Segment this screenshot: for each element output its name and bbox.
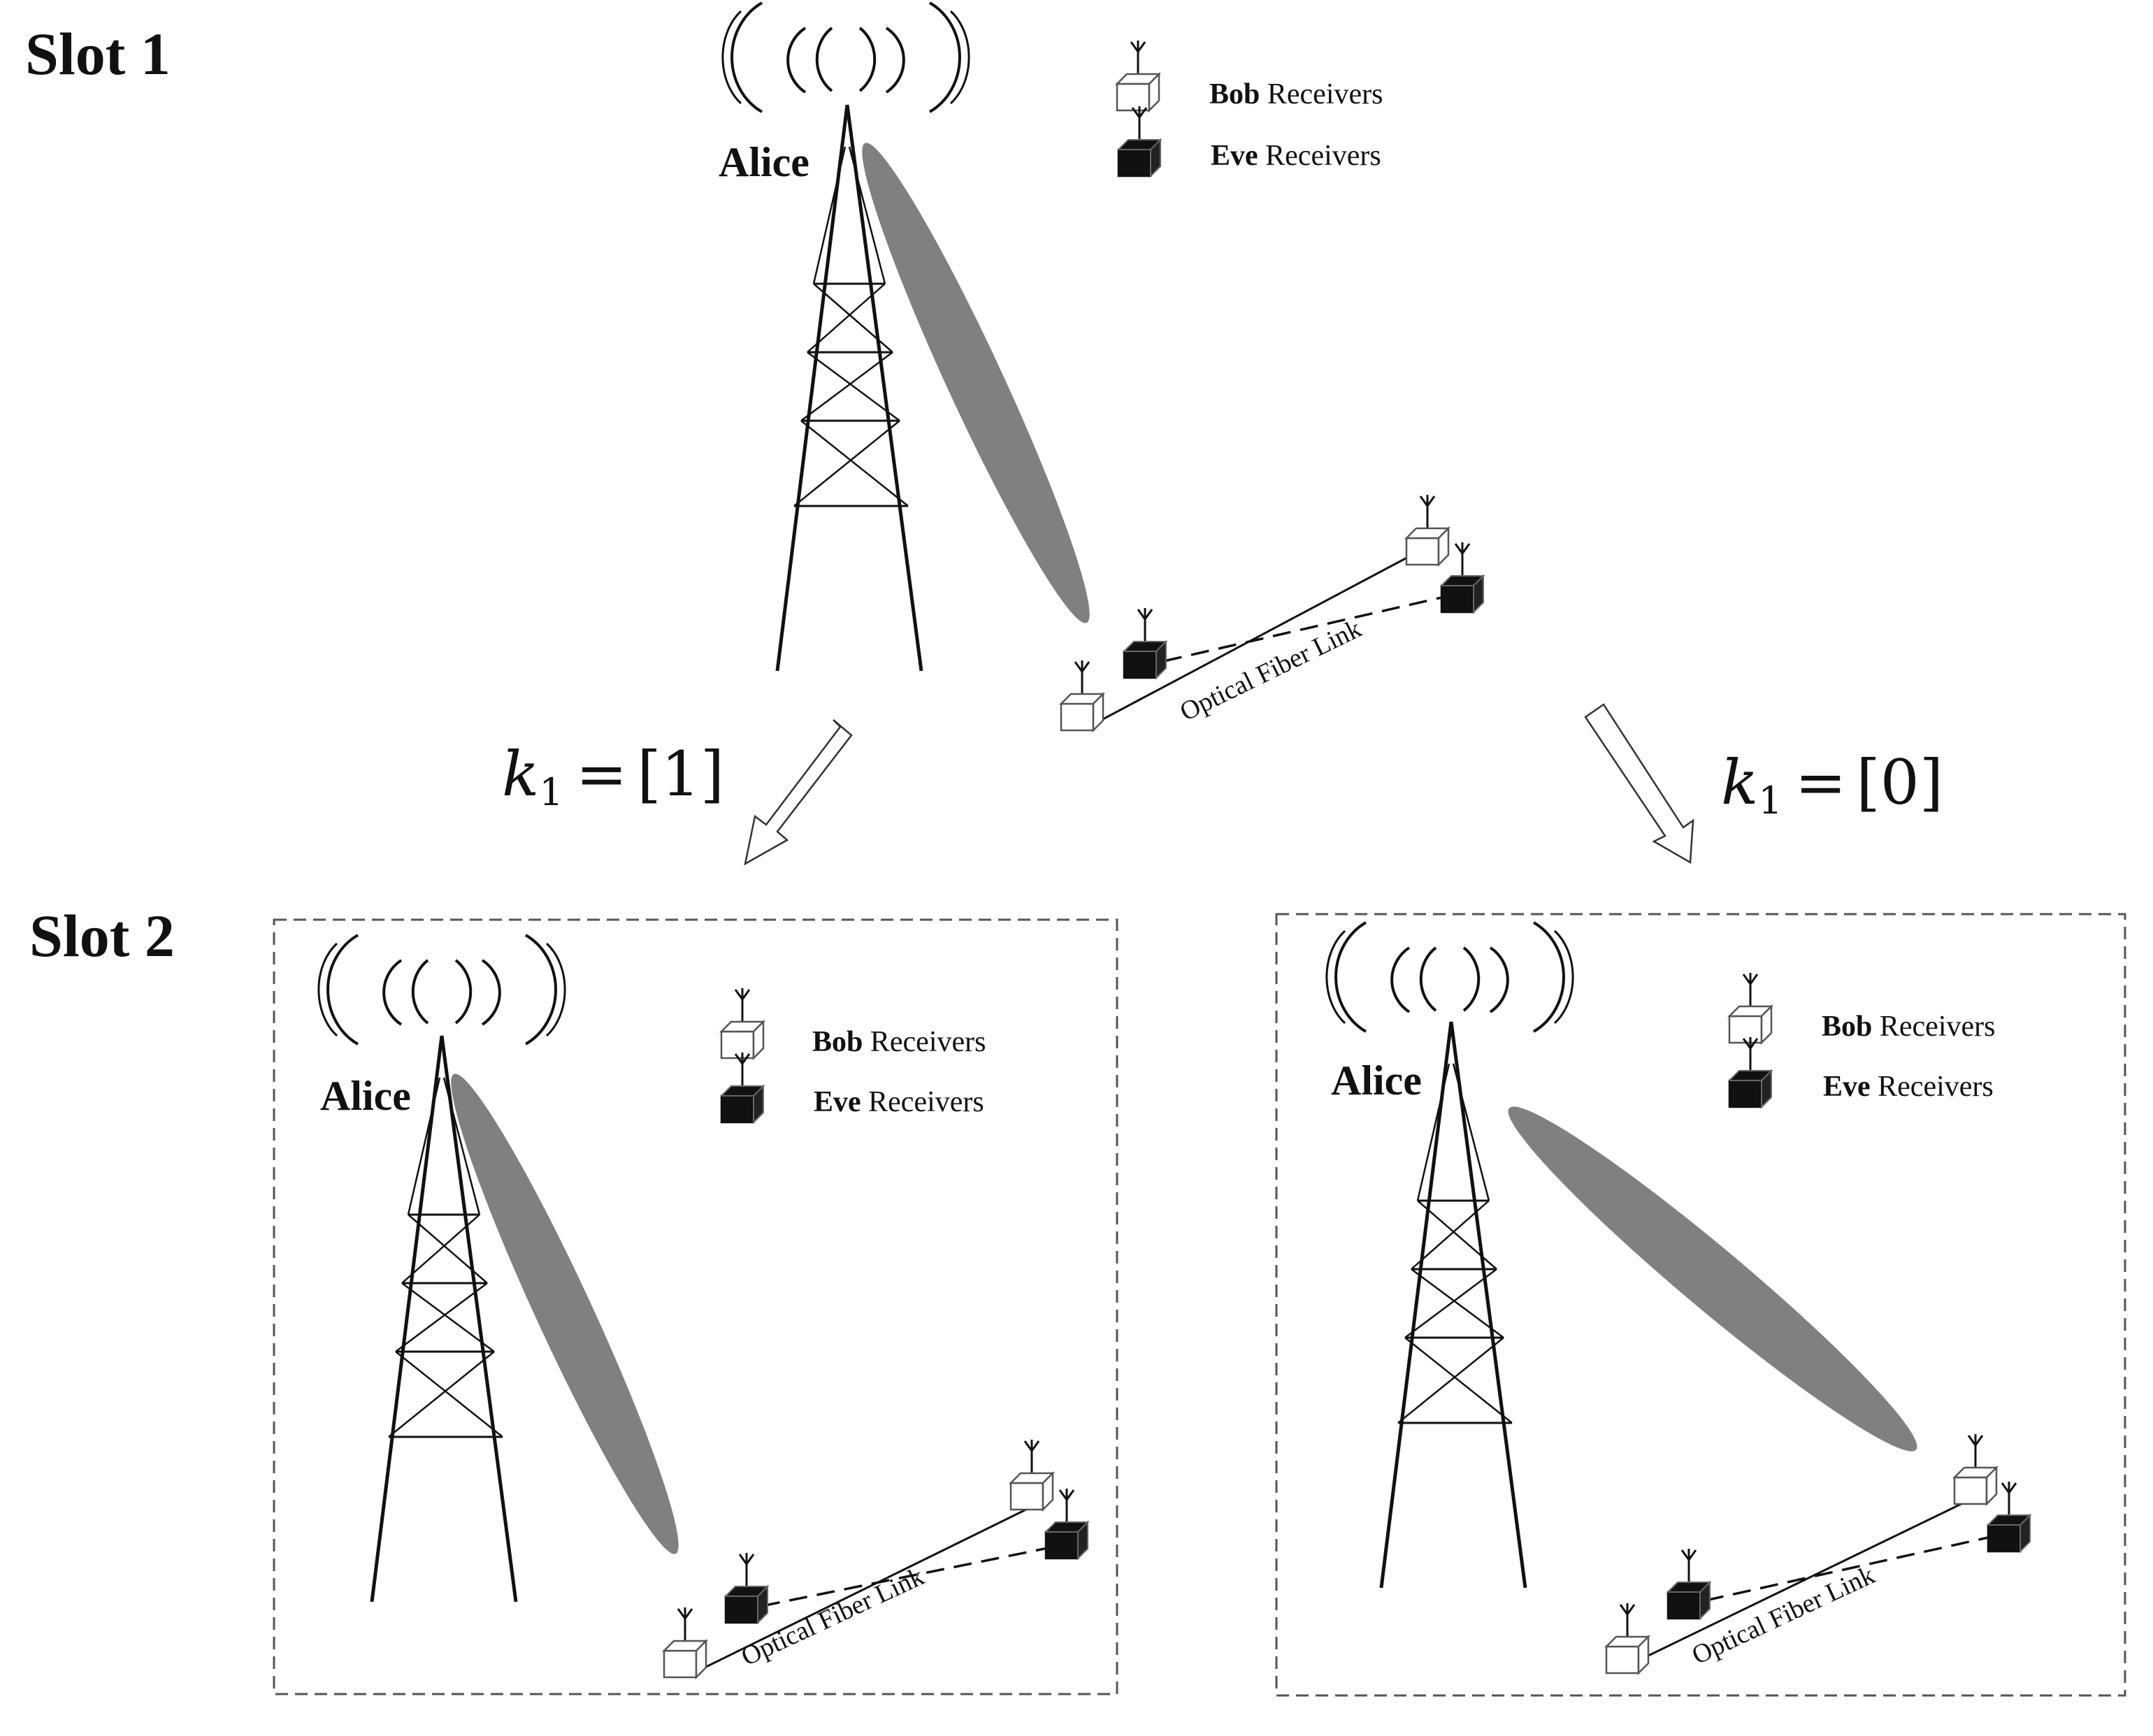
- k1-right-label: k1=[0]: [1721, 746, 1943, 823]
- eve-fiber-link: [761, 1543, 1066, 1607]
- alice-label: Alice: [719, 139, 809, 185]
- radio-waves-icon: [1325, 921, 1575, 1033]
- beam: [451, 1073, 679, 1554]
- bob-fiber-link: [1101, 552, 1416, 721]
- alice-label: Alice: [320, 1073, 411, 1119]
- panel-frame: [273, 918, 1118, 1695]
- bob-receiver-icon: [663, 1606, 707, 1679]
- legend: Bob Receivers Eve Receivers: [1728, 971, 1995, 1108]
- radio-waves-icon: [317, 934, 567, 1046]
- bob-receiver-icon: [1060, 659, 1104, 732]
- bob-legend-label: Bob Receivers: [812, 1026, 986, 1058]
- eve-fiber-link: [1705, 1533, 2001, 1602]
- bob-fiber-link: [1646, 1498, 1971, 1658]
- bob-legend-icon: [1728, 971, 1773, 1044]
- eve-legend-label: Eve Receivers: [814, 1086, 984, 1118]
- panel-frame: [1275, 913, 2126, 1697]
- bob-legend-label: Bob Receivers: [1822, 1011, 1995, 1043]
- eve-legend-label: Eve Receivers: [1211, 140, 1381, 172]
- beam: [862, 143, 1090, 623]
- fiber-link-label: Optical Fiber Link: [737, 1562, 928, 1672]
- slot-2-panel-left: Alice Optical Fiber Link Bob Receivers E…: [273, 918, 1118, 1695]
- bob-receiver-icon: [1405, 493, 1450, 566]
- bob-legend-label: Bob Receivers: [1209, 78, 1383, 110]
- eve-receiver-icon: [1666, 1547, 1711, 1620]
- bob-legend-icon: [1116, 39, 1160, 112]
- legend: Bob Receivers Eve Receivers: [720, 987, 986, 1124]
- k1-left-label: k1=[1]: [502, 738, 724, 814]
- transition-arrow-right: [1584, 703, 1694, 865]
- eve-legend-icon: [720, 1051, 765, 1124]
- radio-waves-icon: [721, 1, 971, 113]
- beam: [1508, 1106, 1917, 1452]
- eve-receiver-icon: [1123, 607, 1167, 679]
- eve-legend-icon: [1117, 105, 1162, 178]
- bob-receiver-icon: [1605, 1602, 1650, 1674]
- legend: Bob Receivers Eve Receivers: [1116, 39, 1383, 178]
- bob-fiber-link: [698, 1503, 1038, 1672]
- arrow-down-right-icon: [1584, 703, 1694, 865]
- bob-receiver-icon: [1953, 1433, 1998, 1505]
- transition-arrow-left: [744, 719, 853, 866]
- alice-label: Alice: [1331, 1057, 1422, 1104]
- slot-1-scene: Alice Optical Fiber Link Bob Receivers E…: [719, 1, 1485, 732]
- eve-legend-icon: [1728, 1036, 1773, 1108]
- eve-receiver-icon: [724, 1551, 769, 1624]
- tower-icon: [1381, 1022, 1525, 1588]
- eve-fiber-link: [1163, 593, 1457, 663]
- bob-legend-icon: [720, 987, 765, 1059]
- slot-2-label: Slot 2: [29, 902, 175, 969]
- eve-legend-label: Eve Receivers: [1823, 1071, 1994, 1103]
- bob-receiver-icon: [1009, 1438, 1054, 1511]
- slot-1-label: Slot 1: [25, 20, 171, 87]
- arrow-down-left-icon: [744, 719, 853, 866]
- fiber-link-label: Optical Fiber Link: [1687, 1561, 1879, 1671]
- slot-2-panel-right: Alice Optical Fiber Link Bob Receivers E…: [1275, 913, 2126, 1697]
